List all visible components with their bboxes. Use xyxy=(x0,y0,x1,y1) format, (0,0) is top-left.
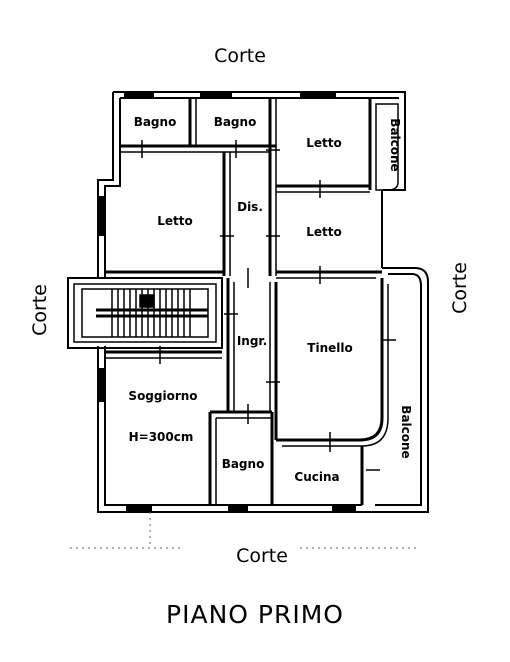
room-label-bagno-3: Bagno xyxy=(222,457,265,471)
room-label-cucina: Cucina xyxy=(294,470,339,484)
room-label-bagno-1: Bagno xyxy=(134,115,177,129)
room-label-letto-top-right: Letto xyxy=(306,136,342,150)
label-corte-top: Corte xyxy=(214,45,266,67)
outer-walls xyxy=(67,91,429,513)
room-label-soggiorno-height: H=300cm xyxy=(129,430,194,444)
room-label-tinello: Tinello xyxy=(307,341,352,355)
plan-title: PIANO PRIMO xyxy=(166,600,344,629)
room-label-dis: Dis. xyxy=(237,200,263,214)
room-label-balcone-top: Balcone xyxy=(388,118,402,171)
room-label-ingr: Ingr. xyxy=(237,334,267,348)
room-label-soggiorno: Soggiorno xyxy=(128,389,197,403)
label-corte-right: Corte xyxy=(449,262,471,314)
construction-lines xyxy=(70,512,420,549)
room-label-letto-mid-right: Letto xyxy=(306,225,342,239)
label-corte-left: Corte xyxy=(29,284,51,336)
label-corte-bottom: Corte xyxy=(236,545,288,567)
interior-walls xyxy=(105,98,399,505)
room-label-bagno-2: Bagno xyxy=(214,115,257,129)
door-markers xyxy=(141,140,396,471)
room-label-letto-left: Letto xyxy=(157,214,193,228)
staircase xyxy=(96,289,208,337)
room-label-balcone-right: Balcone xyxy=(399,405,413,458)
